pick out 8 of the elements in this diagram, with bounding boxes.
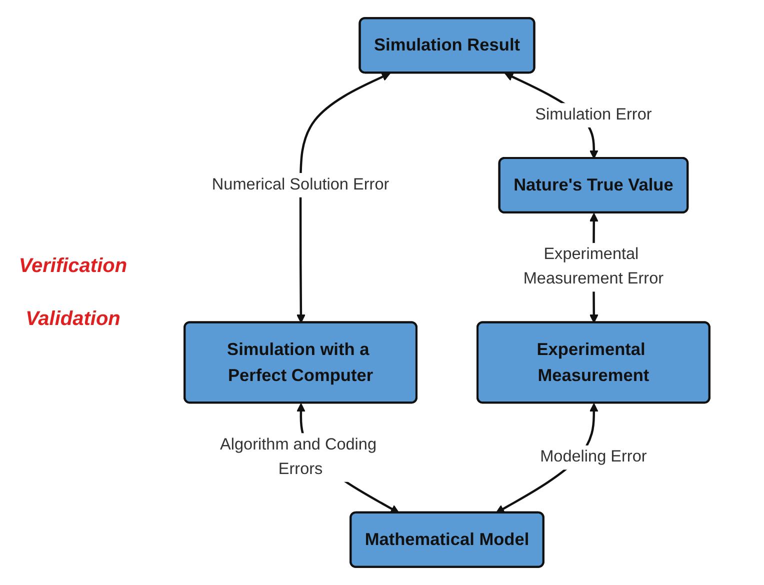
edge-label: Simulation Error bbox=[535, 106, 652, 124]
arrow bbox=[296, 72, 391, 324]
edge-label: Algorithm and Coding Errors bbox=[220, 436, 377, 478]
edge-label: Numerical Solution Error bbox=[212, 176, 390, 194]
cycle-label: Verification bbox=[18, 254, 128, 278]
edge-label: Experimental Measurement Error bbox=[523, 246, 664, 288]
edge-label: Modeling Error bbox=[540, 448, 647, 466]
cycle-label: Validation bbox=[26, 308, 120, 330]
